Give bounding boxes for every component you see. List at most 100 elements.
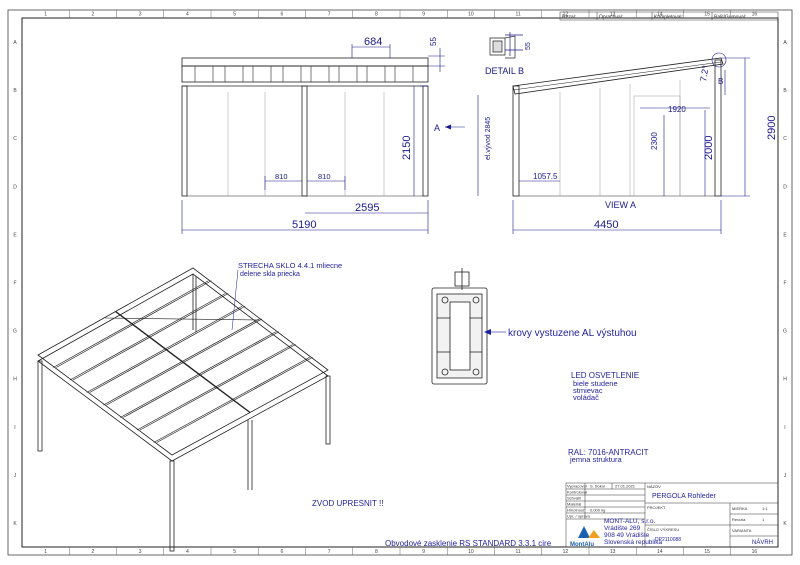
tb-nazov: PERGOLA Rohleder — [652, 493, 716, 500]
column-label-7-top: 7 — [328, 12, 331, 18]
dim-1057: 1057.5 — [533, 172, 558, 181]
column-label-16-top: 16 — [752, 12, 758, 18]
inner-border — [21, 17, 779, 548]
zvod-note: ZVOD UPRESNIT !! — [312, 499, 383, 508]
header-rezal: Rezal: — [562, 15, 576, 21]
header-balil: Balil/Gumoval: — [714, 15, 746, 21]
column-label-15-top: 15 — [704, 12, 710, 18]
tb-mierka-label: MIERKA — [732, 506, 748, 511]
tb-nazov-label: NÁZOV — [647, 484, 661, 489]
side-dimensions — [512, 57, 750, 234]
tb-material: Materiál — [567, 502, 581, 507]
side-post-back — [714, 59, 722, 197]
tb-kontroloval: Kontroloval — [567, 490, 587, 495]
section-arrow-label: A — [434, 123, 440, 133]
row-label-H-left: H — [13, 377, 17, 383]
roof-note-leader — [231, 269, 239, 331]
tb-cislo: DP2110088 — [655, 537, 681, 543]
column-label-14-top: 14 — [657, 12, 663, 18]
column-label-7-bottom: 7 — [328, 549, 331, 555]
detail-b — [489, 32, 523, 59]
dim-2300: 2300 — [650, 132, 659, 150]
tb-hmotnost: Hmotnosť — [567, 508, 585, 513]
column-label-4-top: 4 — [186, 12, 189, 18]
column-label-11-top: 11 — [516, 12, 521, 18]
front-post-mid — [301, 85, 308, 197]
column-label-12-bottom: 12 — [563, 549, 569, 555]
tb-revizia: 1 — [762, 517, 765, 522]
dim-810-a: 810 — [275, 172, 288, 181]
tb-cislo-label: ČÍSLO VÝKRESU — [647, 527, 679, 532]
row-label-G-left: G — [13, 329, 17, 335]
dim-55: 55 — [429, 37, 438, 46]
front-view — [181, 57, 429, 197]
outer-border — [7, 9, 793, 556]
column-label-2-top: 2 — [91, 12, 94, 18]
iso-rafter — [56, 280, 212, 368]
iso-rafter — [120, 331, 277, 418]
company-line-1: MONT-ALU, s.r.o. — [604, 518, 655, 525]
tb-name: S. Sokol — [590, 484, 605, 489]
iso-rafter — [89, 305, 246, 393]
front-post-left — [181, 85, 188, 197]
tb-schvalil: Schválil — [567, 496, 581, 501]
row-label-B-right: B — [783, 88, 787, 94]
row-label-K-right: K — [783, 521, 787, 527]
column-label-4-bottom: 4 — [186, 549, 189, 555]
tb-projekt-label: PROJEKT — [647, 505, 666, 510]
column-label-14-bottom: 14 — [657, 549, 663, 555]
iso-rafter — [86, 305, 243, 393]
row-label-I-right: I — [784, 425, 785, 431]
dim-810-b: 810 — [318, 172, 331, 181]
row-label-A-left: A — [13, 40, 17, 46]
logo-text: MontAlu — [570, 542, 594, 548]
iso-rafter — [72, 293, 229, 381]
column-label-1-top: 1 — [44, 12, 47, 18]
title-block — [565, 482, 779, 548]
column-label-8-top: 8 — [375, 12, 378, 18]
row-label-G-right: G — [783, 329, 787, 335]
dim-1920: 1920 — [668, 105, 686, 114]
row-label-J-left: J — [14, 473, 17, 479]
led-line-1: biele studene — [573, 379, 618, 388]
column-label-11-bottom: 11 — [516, 549, 521, 555]
led-line-2: stmievac — [573, 386, 603, 395]
iso-rafter — [103, 318, 260, 406]
company-line-3: 908 49 Vrádište — [604, 532, 650, 539]
iso-post-back-right — [325, 375, 331, 445]
tb-hmotnost-value: 0,000 kg — [590, 508, 605, 513]
row-label-D-left: D — [13, 184, 17, 190]
iso-rafter — [153, 356, 310, 443]
rafter-ends — [194, 66, 414, 82]
side-view — [512, 52, 727, 197]
column-label-9-bottom: 9 — [422, 549, 425, 555]
tb-date: 27.01.2021 — [615, 484, 636, 489]
ral-line-2: jemna struktura — [569, 455, 623, 464]
glazing-note: Obvodové zasklenie RS STANDARD 3.3.1 cir… — [385, 539, 552, 548]
iso-rafter — [156, 356, 313, 443]
column-label-13-top: 13 — [610, 12, 616, 18]
column-label-13-bottom: 13 — [610, 549, 616, 555]
header-opracoval: Opracoval: — [599, 15, 623, 21]
row-label-A-right: A — [783, 40, 787, 46]
row-label-K-left: K — [13, 521, 17, 527]
column-label-9-top: 9 — [422, 12, 425, 18]
column-label-8-bottom: 8 — [375, 549, 378, 555]
dim-4450: 4450 — [594, 219, 618, 231]
view-a-title: VIEW A — [605, 200, 636, 210]
column-label-6-top: 6 — [280, 12, 283, 18]
row-label-J-right: J — [784, 473, 787, 479]
column-label-15-bottom: 15 — [704, 549, 710, 555]
tb-varianta-label: VARIANTA — [732, 528, 752, 533]
dim-2595: 2595 — [355, 202, 379, 214]
tb-revizia-label: Revízia — [732, 517, 746, 522]
krovy-note: krovy vystuzene AL výstuhou — [508, 328, 637, 339]
column-label-5-bottom: 5 — [233, 549, 236, 555]
front-post-right — [422, 85, 429, 197]
detail-dim-55: 55 — [525, 42, 532, 50]
header-kompletoval: Kompletoval: — [654, 15, 683, 21]
front-dimensions — [181, 44, 479, 234]
dim-5190: 5190 — [292, 219, 316, 231]
